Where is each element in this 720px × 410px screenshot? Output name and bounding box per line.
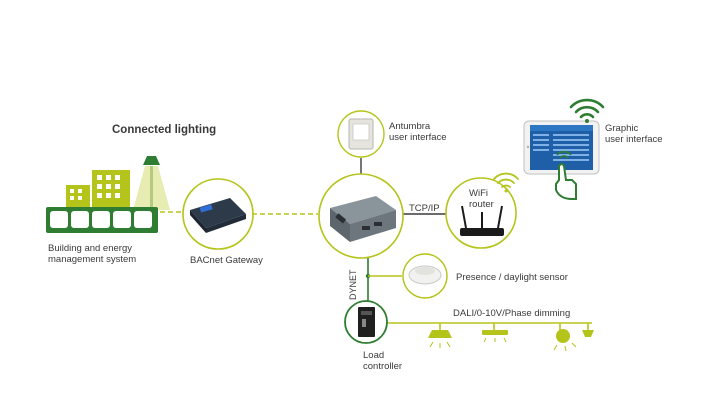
presence-sensor-icon	[402, 253, 448, 299]
antumbra-panel-icon	[337, 110, 385, 158]
load-controller-icon	[344, 300, 388, 344]
dimming-luminaire-3	[553, 323, 577, 352]
graphic-ui-tablet-icon	[523, 98, 605, 200]
dimming-luminaire-4	[582, 323, 594, 337]
dimming-luminaire-1	[428, 323, 452, 348]
antumbra-label: Antumbra user interface	[389, 121, 447, 143]
wifi-router-label: WiFi router	[469, 188, 494, 210]
dimming-label: DALI/0-10V/Phase dimming	[453, 308, 571, 319]
graphic-ui-label: Graphic user interface	[605, 123, 663, 145]
link-dynet	[365, 250, 402, 302]
tcpip-label: TCP/IP	[409, 203, 440, 214]
diagram-title: Connected lighting	[112, 124, 217, 136]
presence-sensor-label: Presence / daylight sensor	[456, 272, 568, 283]
dynet-label: DYNET	[348, 269, 358, 300]
wifi-router-icon	[445, 172, 519, 249]
gateway-device-icon	[318, 173, 404, 259]
load-controller-label: Load controller	[363, 350, 403, 372]
dimming-luminaire-2	[482, 323, 508, 343]
bacnet-gateway-icon	[182, 178, 254, 250]
bacnet-gateway-label: BACnet Gateway	[190, 255, 263, 266]
bms-label: Building and energy management system	[48, 243, 137, 265]
bms-building-icon	[46, 156, 170, 233]
